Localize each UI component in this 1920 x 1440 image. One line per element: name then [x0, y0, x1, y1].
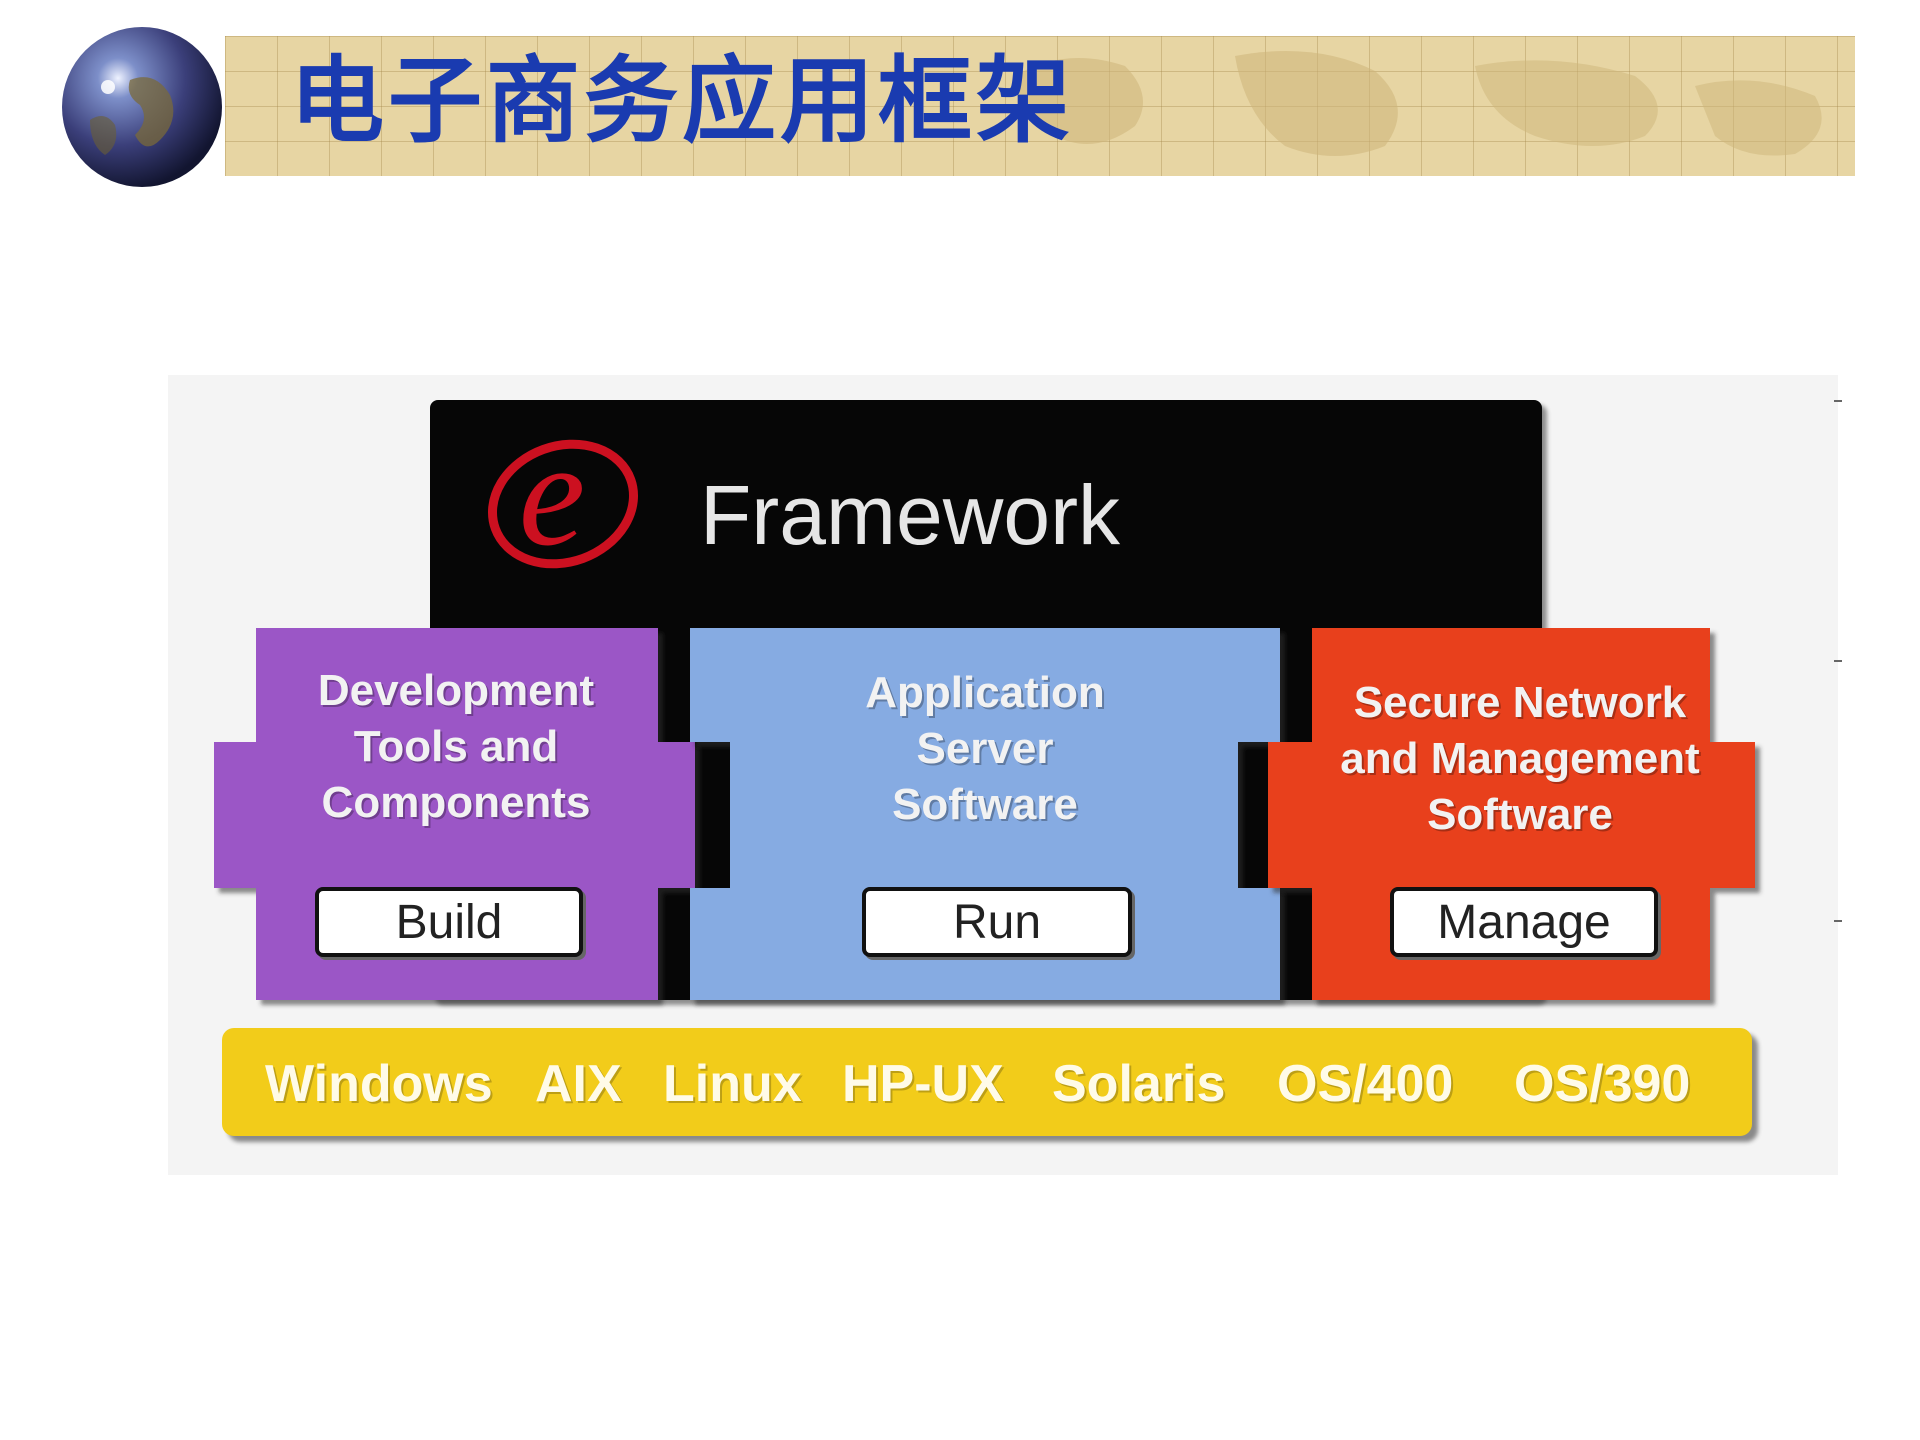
slide-title: 电子商务应用框架 — [290, 47, 1075, 156]
block-label-line: Components — [321, 778, 591, 827]
platform-os400: OS/400 — [1277, 1055, 1454, 1113]
build-button[interactable]: Build — [315, 887, 583, 957]
title-banner — [225, 36, 1855, 176]
platform-bar — [222, 1028, 1752, 1136]
block-label-line: Server — [916, 724, 1054, 773]
platform-os390: OS/390 — [1514, 1055, 1691, 1113]
platform-solaris: Solaris — [1052, 1055, 1226, 1113]
manage-button[interactable]: Manage — [1390, 887, 1658, 957]
block-label-line: Software — [1427, 790, 1613, 839]
ibm-e-logo: e — [487, 418, 639, 577]
platform-linux: Linux — [663, 1055, 802, 1113]
e-logo-letter: e — [519, 418, 586, 577]
block-label-line: and Management — [1340, 734, 1700, 783]
margin-tick — [1834, 400, 1842, 402]
block-label-line: Tools and — [353, 722, 559, 771]
margin-tick — [1834, 660, 1842, 662]
secure-network-label: Secure Network and Management Software — [1300, 675, 1740, 843]
block-label-line: Software — [892, 780, 1078, 829]
world-map-watermark — [1015, 51, 1822, 156]
run-button[interactable]: Run — [862, 887, 1132, 957]
platform-aix: AIX — [535, 1055, 622, 1113]
margin-tick — [1834, 920, 1842, 922]
globe-logo — [60, 25, 225, 190]
platform-hp-ux: HP-UX — [842, 1055, 1004, 1113]
application-server-label: Application Server Software — [780, 665, 1190, 833]
platform-windows: Windows — [265, 1055, 493, 1113]
framework-label: Framework — [700, 468, 1121, 562]
development-label: Development Tools and Components — [256, 663, 656, 831]
block-label-line: Secure Network — [1353, 678, 1687, 727]
application-server-block — [690, 628, 1280, 1000]
block-label-line: Application — [865, 668, 1105, 717]
block-label-line: Development — [317, 666, 595, 715]
